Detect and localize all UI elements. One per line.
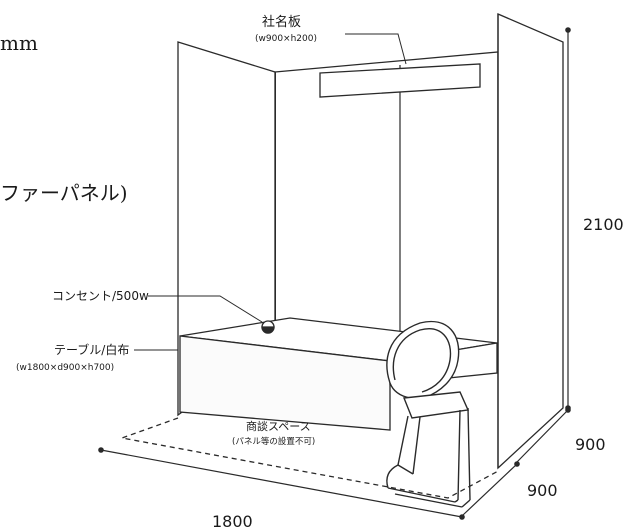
dim-depth-upper	[516, 407, 571, 463]
business-space-note: (パネル等の設置不可)	[232, 436, 315, 447]
business-space-label: 商談スペース	[246, 419, 311, 433]
signboard	[319, 63, 481, 98]
dim-width-label: 1800	[212, 512, 253, 531]
table-label: テーブル/白布	[54, 342, 129, 357]
dim-width	[98, 447, 465, 520]
panel-note-partial: ファーパネル)	[0, 181, 128, 205]
signboard-label: 社名板	[262, 14, 301, 30]
signboard-leader	[345, 33, 407, 65]
dim-depth-upper-label: 900	[575, 435, 606, 454]
signboard-size-label: (w900×h200)	[255, 34, 317, 44]
dim-depth-lower-label: 900	[527, 481, 558, 500]
unit-label-partial: mm	[0, 31, 38, 55]
floor-area	[119, 417, 501, 499]
outlet-leader	[148, 295, 263, 323]
back-wall	[274, 51, 499, 359]
dim-height	[565, 27, 571, 411]
dim-height-label: 2100	[583, 215, 624, 234]
table-size-label: (w1800×d900×h700)	[16, 363, 114, 373]
right-wall	[497, 13, 564, 470]
chair	[386, 320, 471, 508]
outlet-label: コンセント/500w	[52, 289, 149, 303]
dim-depth-lower	[462, 461, 520, 516]
outlet-icon	[261, 320, 275, 334]
